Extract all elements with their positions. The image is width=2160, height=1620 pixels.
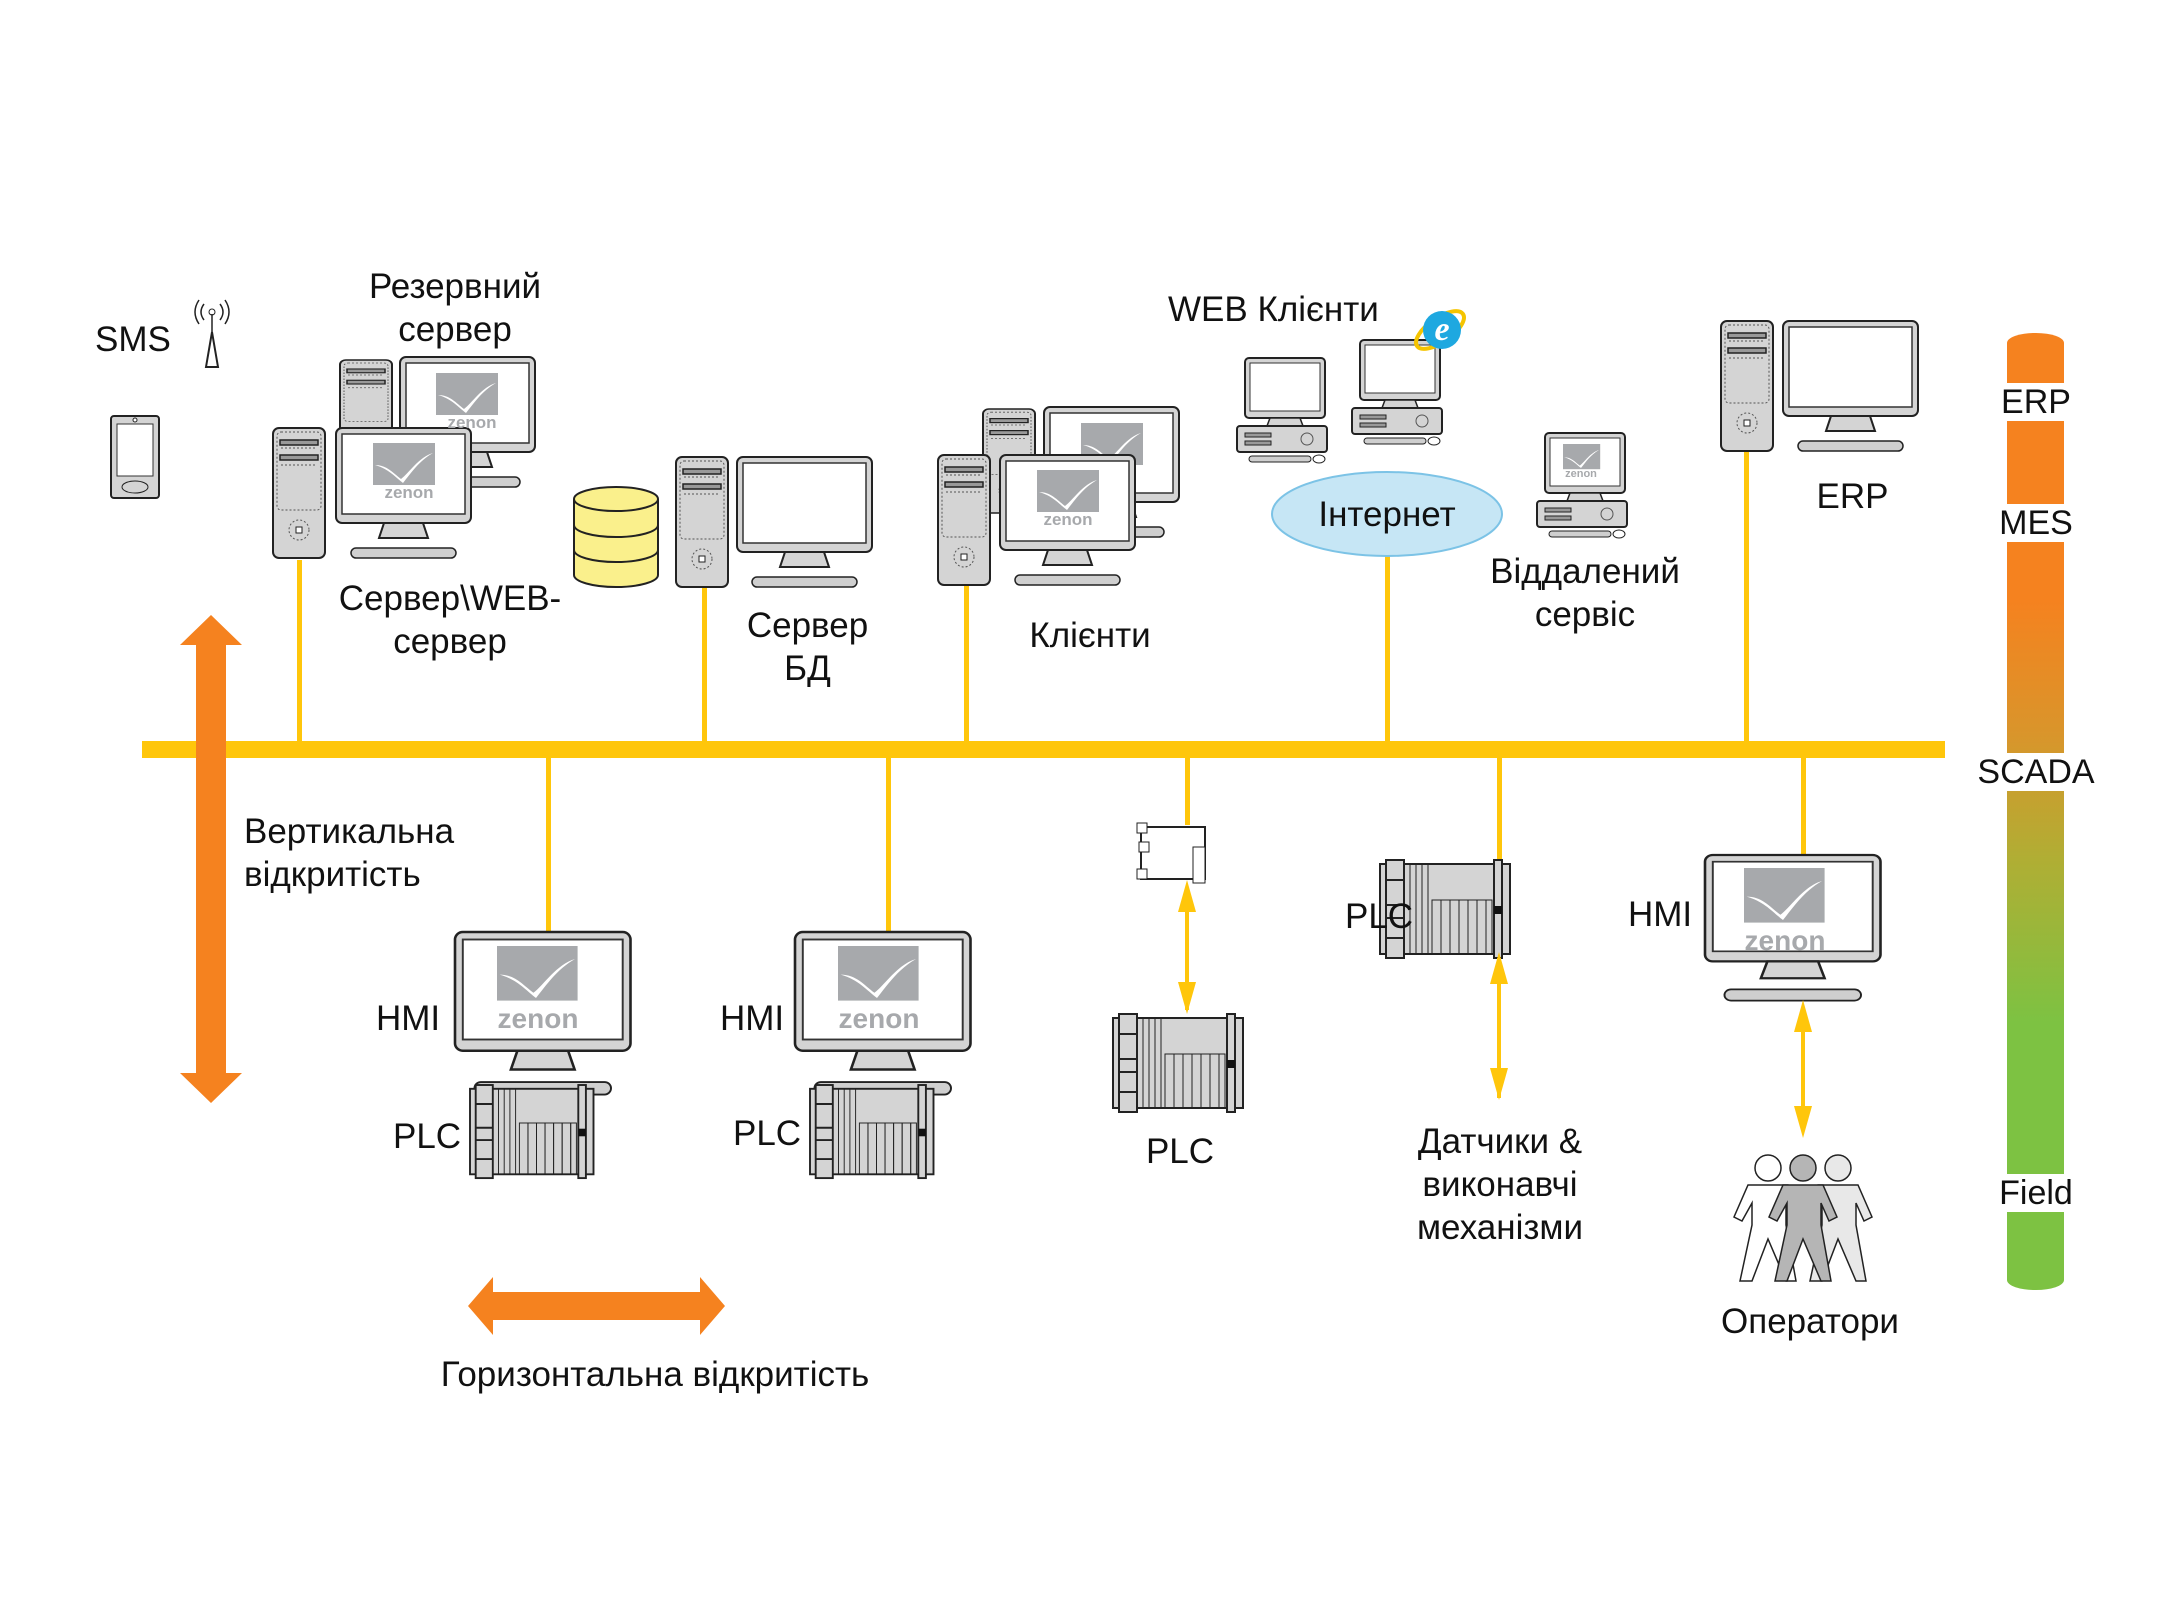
bus-drops-down	[546, 755, 1806, 935]
plc-1	[469, 1084, 595, 1180]
plc-3	[1112, 1013, 1244, 1113]
zenon-logo-text: zenon	[838, 1003, 920, 1034]
db-server-label-line1: Сервер	[746, 606, 869, 645]
level-erp: ERP	[1960, 383, 2112, 421]
zenon-logo	[838, 946, 919, 1001]
drop-clients	[964, 585, 969, 745]
level-mes: MES	[1960, 504, 2112, 542]
internet-label: Інтернет	[1318, 495, 1456, 534]
browser-e-icon: e	[1414, 309, 1466, 351]
backup-server-label: Резервний сервер	[340, 265, 570, 351]
sensors-actuators-label: Датчики & виконавчі механізми	[1380, 1120, 1620, 1249]
automation-level-bar	[2007, 333, 2064, 1290]
web-client-1	[1236, 357, 1328, 464]
drop-hmi-1	[546, 755, 551, 935]
drop-server-web	[297, 560, 302, 745]
erp-station	[1720, 320, 1919, 452]
hmi-1-label: HMI	[376, 999, 441, 1038]
vertical-openness-label-line2: відкритість	[244, 855, 421, 894]
horizontal-openness-label: Горизонтальна відкритість	[440, 1355, 870, 1394]
zenon-logo	[373, 443, 435, 485]
server-web-label: Сервер\WEB- сервер	[320, 577, 580, 663]
zenon-logo	[497, 946, 578, 1001]
hmi-operators-link	[1794, 1000, 1812, 1138]
zenon-logo-text: zenon	[1043, 510, 1093, 529]
remote-service-station	[1536, 432, 1628, 539]
drop-erp	[1744, 450, 1749, 745]
zenon-logo	[1744, 868, 1825, 923]
remote-service-label: Віддалений сервіс	[1465, 550, 1705, 636]
zenon-logo-text: zenon	[497, 1003, 579, 1034]
vertical-openness-label: Вертикальна відкритість	[244, 810, 454, 896]
plc-3-label: PLC	[1145, 1132, 1215, 1171]
level-field: Field	[1960, 1174, 2112, 1212]
db-server	[675, 456, 873, 588]
sensors-label-line1: Датчики &	[1417, 1122, 1583, 1161]
client-stations	[937, 406, 1180, 586]
drop-io-module	[1185, 755, 1190, 825]
zenon-logo-text: zenon	[447, 413, 497, 432]
field-link-arrows	[1178, 880, 1812, 1138]
svg-text:e: e	[1434, 311, 1449, 348]
zenon-logo	[436, 373, 498, 415]
remote-service-label-line1: Віддалений	[1490, 552, 1680, 591]
remote-service-label-line2: сервіс	[1534, 595, 1636, 634]
drop-internet	[1385, 555, 1390, 745]
level-erp-text: ERP	[1999, 383, 2073, 421]
vertical-openness-arrow	[180, 615, 242, 1103]
vertical-openness-label-line1: Вертикальна	[244, 812, 455, 851]
backup-server-label-line2: сервер	[398, 310, 512, 349]
level-scada-text: SCADA	[1975, 753, 2097, 791]
web-clients-label: WEB Клієнти	[1168, 290, 1379, 329]
plc-4-label: PLC	[1345, 897, 1414, 936]
network-bus	[142, 741, 1945, 758]
sms-label: SMS	[95, 320, 171, 359]
plc-sensors-link	[1490, 952, 1508, 1100]
sensors-label-line2: виконавчі	[1422, 1165, 1578, 1204]
plc-2-label: PLC	[733, 1114, 802, 1153]
backup-server-label-line1: Резервний	[368, 267, 542, 306]
db-server-label: Сервер БД	[720, 604, 895, 690]
level-scada: SCADA	[1960, 753, 2112, 791]
plc-1-label: PLC	[393, 1117, 462, 1156]
antenna-icon	[194, 299, 230, 368]
clients-label: Клієнти	[1029, 616, 1151, 655]
db-server-label-line2: БД	[784, 649, 831, 688]
operators-label: Оператори	[1721, 1302, 1899, 1341]
io-module	[1136, 822, 1206, 884]
zenon-logo	[1563, 444, 1601, 470]
database-icon	[573, 486, 659, 588]
sensors-label-line3: механізми	[1416, 1208, 1584, 1247]
hmi-3-label: HMI	[1628, 895, 1693, 934]
bus-drops-up	[297, 450, 1749, 745]
web-client-2	[1351, 339, 1443, 446]
operators-icon	[1733, 1154, 1873, 1282]
drop-db-server	[702, 585, 707, 745]
io-plc-link	[1178, 880, 1196, 1014]
server-web-label-line1: Сервер\WEB-	[338, 579, 562, 618]
mobile-phone-icon	[110, 415, 160, 499]
horizontal-openness-arrow	[468, 1277, 725, 1335]
zenon-logo-text: zenon	[1565, 468, 1597, 480]
drop-hmi-2	[886, 755, 891, 935]
drop-plc-4	[1497, 755, 1502, 865]
level-mes-text: MES	[1997, 504, 2075, 542]
plc-2	[809, 1084, 935, 1180]
erp-station-label: ERP	[1816, 477, 1889, 516]
server-web-label-line2: сервер	[393, 622, 507, 661]
internet-cloud	[1271, 471, 1503, 557]
zenon-logo-text: zenon	[384, 483, 434, 502]
drop-hmi-3	[1801, 755, 1806, 855]
server-web-server	[272, 427, 472, 559]
zenon-logo	[1037, 470, 1099, 512]
zenon-logo-text: zenon	[1744, 925, 1826, 956]
hmi-2-label: HMI	[720, 999, 785, 1038]
level-field-text: Field	[1997, 1174, 2075, 1212]
